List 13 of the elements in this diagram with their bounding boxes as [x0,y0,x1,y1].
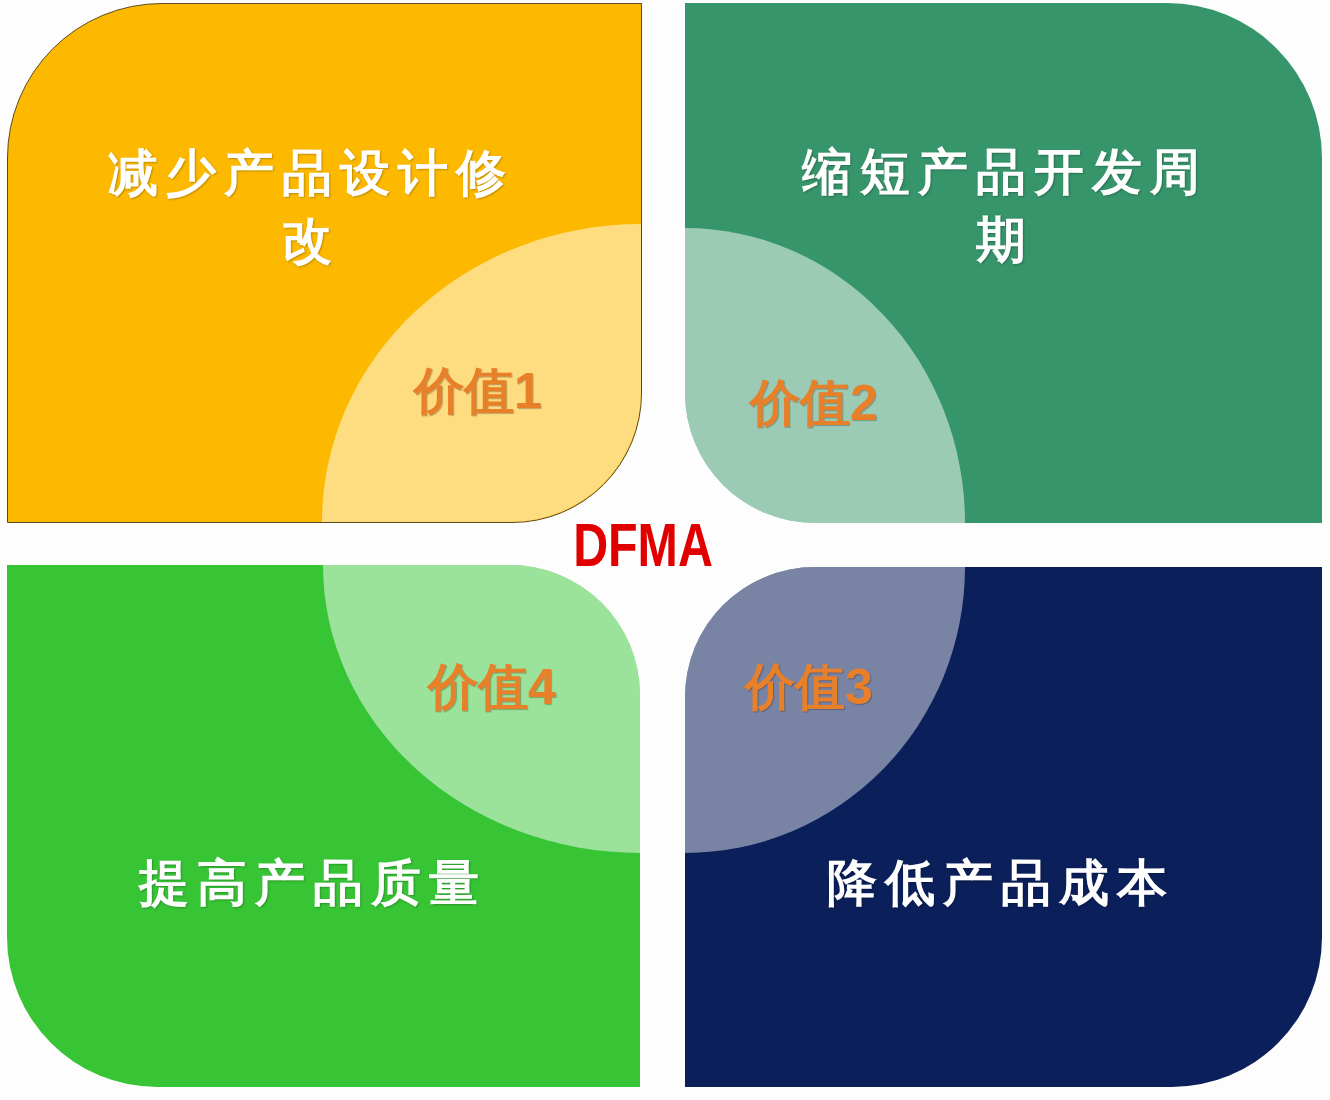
quadrant-panel [685,567,1322,1087]
quadrant-title: 降低产品成本 [826,852,1176,914]
value-label: 价值4 [428,662,556,712]
value-label: 价值1 [414,366,542,416]
quadrant-panel [7,565,640,1087]
quadrant-panel [685,3,1322,523]
quadrant-title: 缩短产品开发周期 [800,141,1209,271]
quadrant-title: 提高产品质量 [137,852,488,914]
quadrant-panel [7,3,642,523]
center-title: DFMA [573,514,713,576]
value-label: 价值2 [750,378,878,428]
value-label: 价值3 [745,662,873,712]
quadrant-title: 减少产品设计修改 [107,142,515,272]
